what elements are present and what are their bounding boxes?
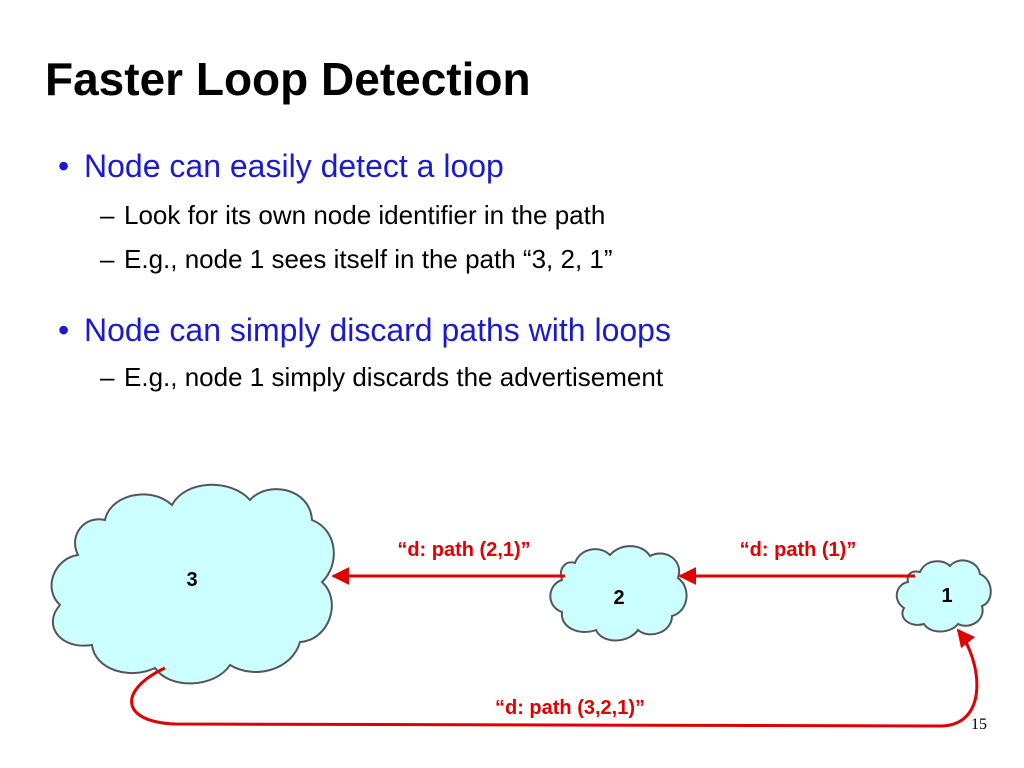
cloud-node-2: 2 <box>550 546 686 640</box>
cloud-node-3: 3 <box>52 485 334 684</box>
edge-label-2-to-3: “d: path (2,1)” <box>397 539 530 561</box>
node-label-3: 3 <box>186 569 197 591</box>
node-label-2: 2 <box>613 587 624 609</box>
edge-label-1-to-2: “d: path (1)” <box>740 539 857 561</box>
edge-label-3-to-1: “d: path (3,2,1)” <box>495 697 645 719</box>
page-number: 15 <box>971 716 987 734</box>
cloud-node-1: 1 <box>897 560 991 631</box>
node-label-1: 1 <box>941 585 952 607</box>
